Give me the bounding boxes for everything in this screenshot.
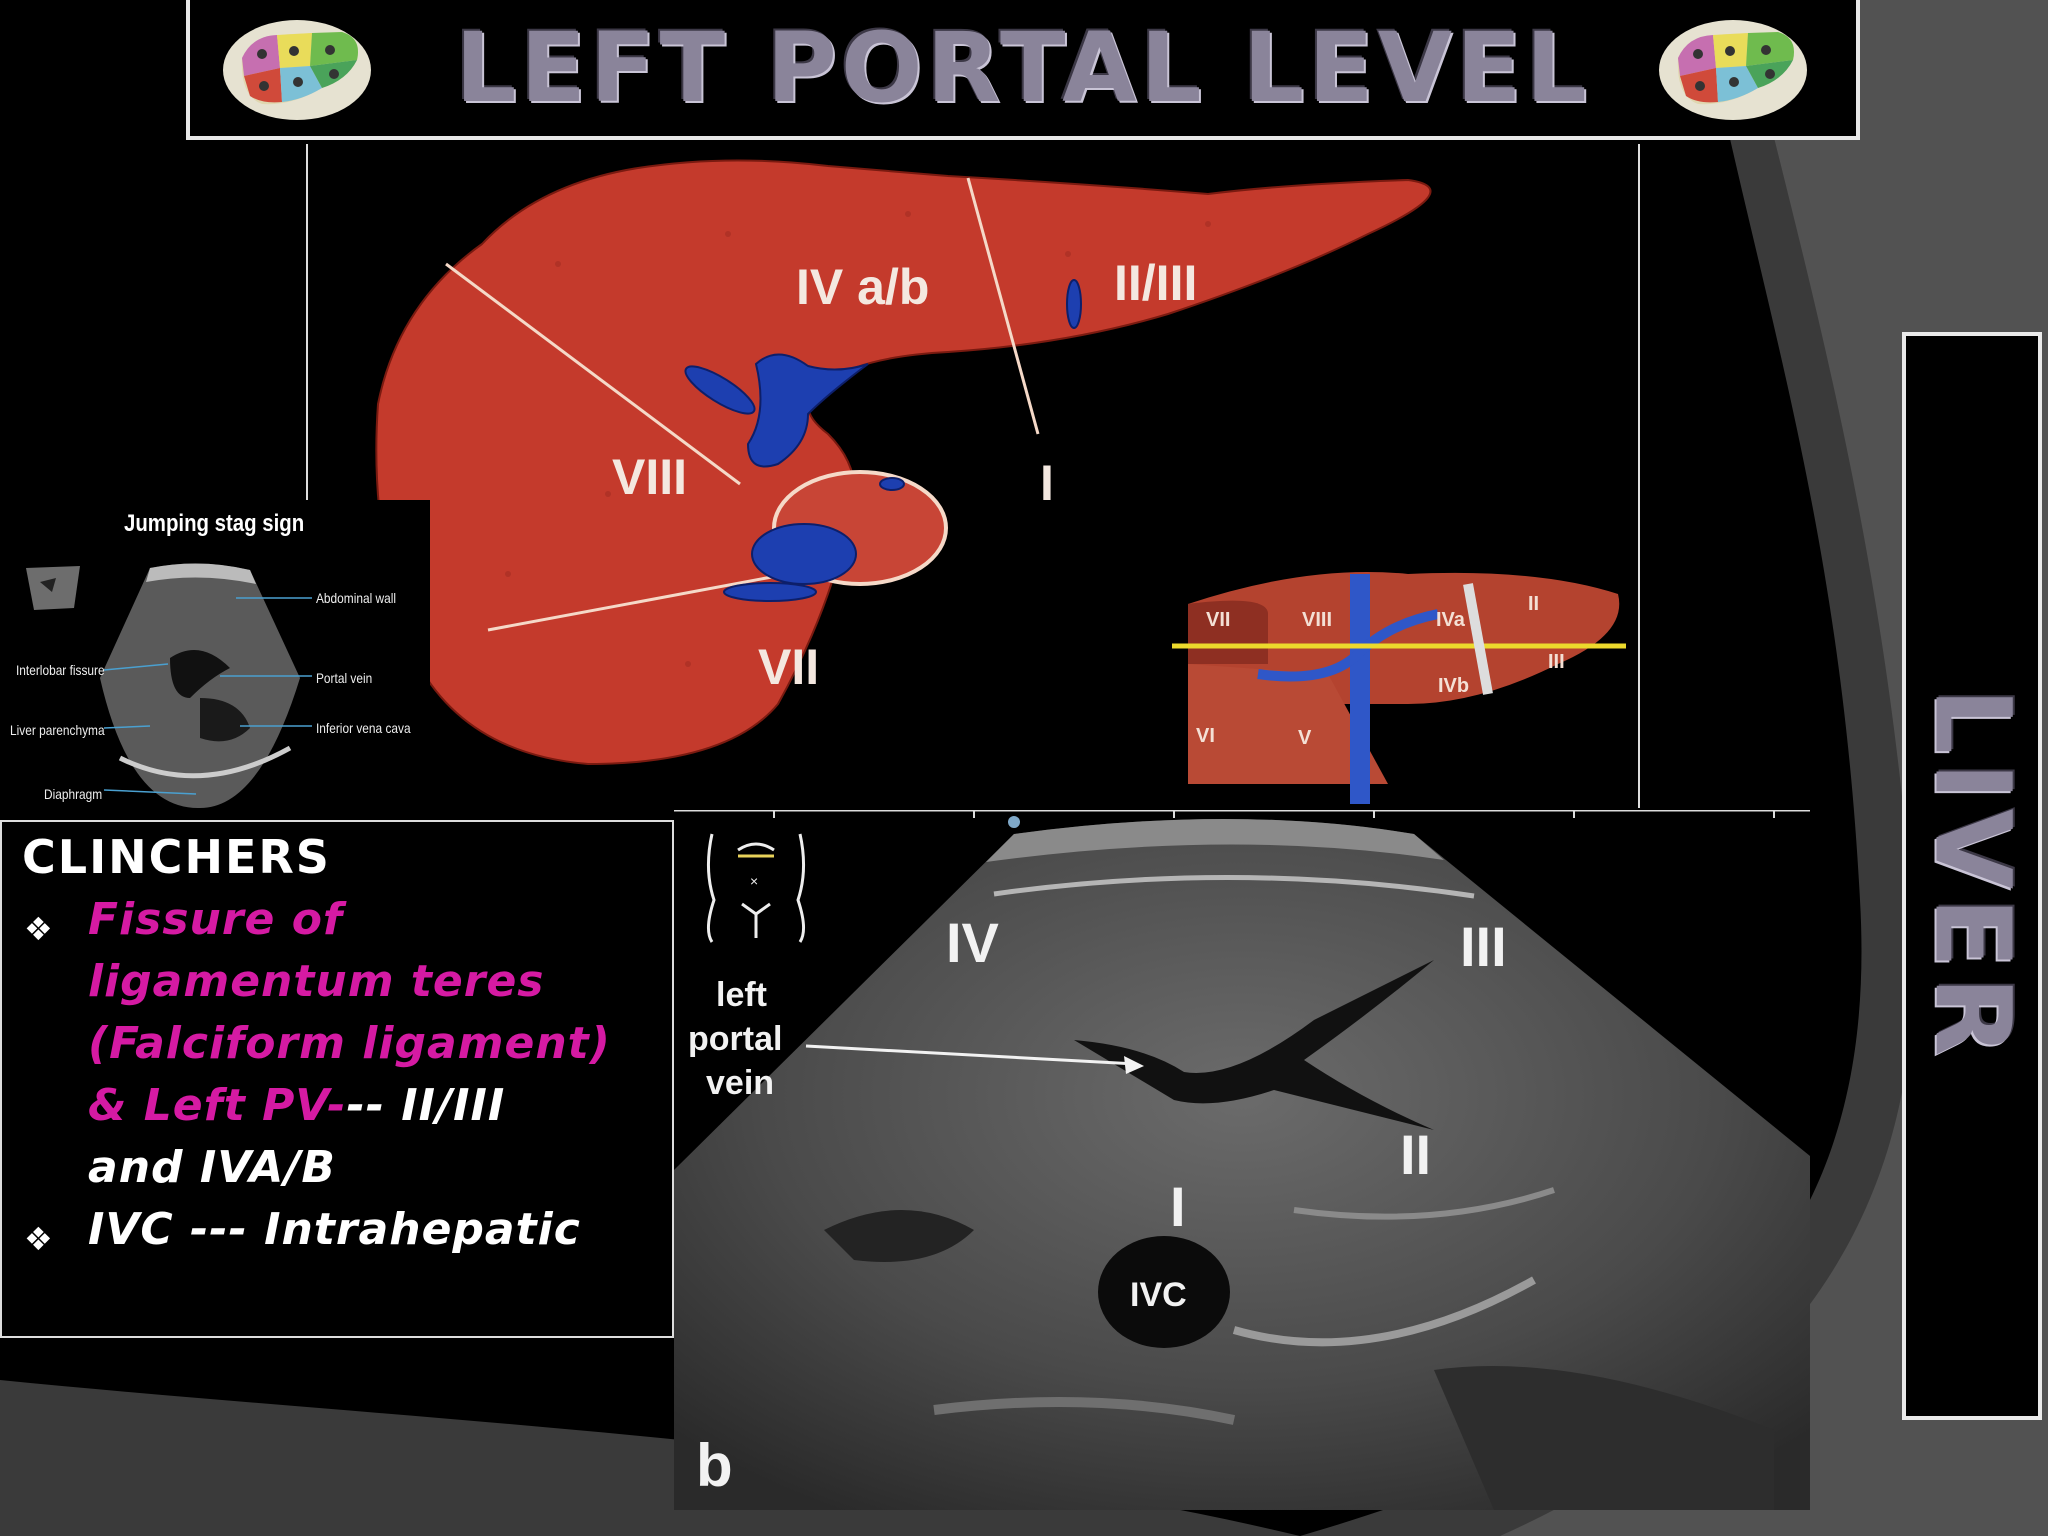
segment-label-viii: VIII: [612, 449, 687, 505]
side-label: LIVER: [1911, 687, 2034, 1065]
us-label-ivc: IVC: [1130, 1276, 1187, 1314]
clincher-line-6: IVC --- Intrahepatic: [88, 1204, 581, 1255]
clinchers-box: [0, 820, 674, 1338]
inset-label-viii: VIII: [1302, 609, 1332, 631]
stag-label-interlobar-fissure: Interlobar fissure: [16, 662, 105, 678]
segment-label-vii: VII: [758, 639, 819, 695]
us-panel-letter: b: [696, 1432, 733, 1499]
clincher-line-4-white: -- II/III: [346, 1080, 506, 1131]
title-bar: LEFT PORTAL LEVEL: [186, 0, 1860, 140]
stag-ultrasound-image: [26, 563, 312, 809]
slide-title: LEFT PORTAL LEVEL: [455, 12, 1591, 124]
stag-label-diaphragm: Diaphragm: [44, 786, 103, 802]
clincher-line-2: ligamentum teres: [88, 956, 545, 1007]
clincher-line-4-pink: & Left PV-: [88, 1080, 347, 1131]
clinchers-heading: CLINCHERS: [22, 830, 331, 884]
us-label-vein: vein: [706, 1064, 774, 1102]
clincher-line-3: (Falciform ligament): [88, 1018, 611, 1069]
us-label-iv: IV: [946, 911, 999, 974]
svg-text:×: ×: [750, 873, 758, 889]
inset-3d-liver: [1168, 564, 1638, 804]
stag-figure-title: Jumping stag sign: [124, 510, 305, 537]
liver-segments-logo-icon: [223, 20, 371, 120]
inset-label-vii: VII: [1206, 609, 1230, 631]
ultrasound-image-panel: × IV III II I IVC left portal vein b: [674, 810, 1810, 1510]
diamond-bullet-icon: ❖: [24, 1220, 54, 1258]
us-label-portal: portal: [688, 1020, 782, 1058]
stag-label-liver-parenchyma: Liver parenchyma: [10, 722, 105, 738]
us-label-iii: III: [1460, 915, 1507, 978]
segment-label-ii-iii: II/III: [1114, 255, 1197, 311]
liver-cross-section-diagram: IV a/b II/III VIII I VII VII VIII IVa II…: [306, 144, 1640, 808]
clincher-line-5: and IVA/B: [88, 1142, 336, 1193]
side-label-box: LIVER: [1902, 332, 2042, 1420]
stag-label-inferior-vena-cava: Inferior vena cava: [316, 720, 411, 736]
stag-label-portal-vein: Portal vein: [316, 670, 373, 686]
stag-label-abdominal-wall: Abdominal wall: [316, 590, 397, 606]
clincher-line-1: Fissure of: [88, 894, 344, 945]
liver-cross-section-svg: IV a/b II/III VIII I VII VII VIII IVa II…: [375, 159, 1638, 804]
inset-label-vi: VI: [1196, 725, 1215, 747]
liver-segments-logo-icon: [1659, 20, 1807, 120]
inset-label-iva: IVa: [1436, 609, 1466, 631]
ultrasound-svg: × IV III II I IVC left portal vein b: [674, 810, 1810, 1510]
segment-label-i: I: [1040, 455, 1054, 511]
diamond-bullet-icon: ❖: [24, 910, 54, 948]
us-label-left: left: [716, 976, 767, 1014]
clincher-line-4: & Left PV--- II/III: [88, 1080, 505, 1131]
inset-label-iii: III: [1548, 651, 1565, 673]
inset-label-v: V: [1298, 727, 1312, 749]
segment-label-iv-ab: IV a/b: [796, 259, 929, 315]
inset-label-ii: II: [1528, 593, 1539, 615]
us-label-ii: II: [1400, 1123, 1431, 1186]
liver-outline: [375, 159, 1432, 766]
inset-label-ivb: IVb: [1438, 675, 1469, 697]
us-label-i: I: [1170, 1175, 1186, 1238]
